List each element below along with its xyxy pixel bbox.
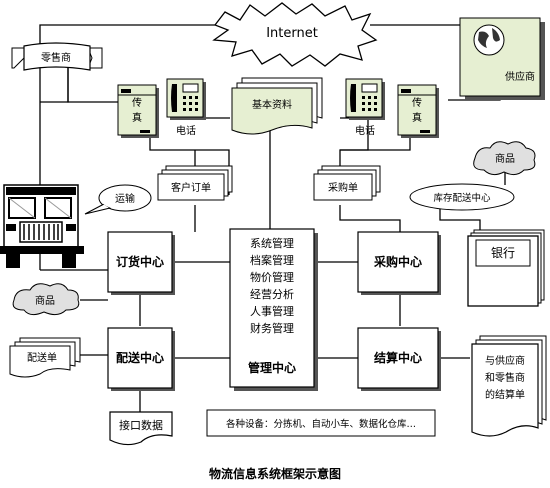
fax-left-label-1: 传 xyxy=(132,97,142,109)
order-center-box: 订货中心 xyxy=(107,231,175,295)
mgmt-function-5: 财务管理 xyxy=(250,321,294,335)
phone-handset-icon xyxy=(350,84,356,112)
mgmt-function-0: 系统管理 xyxy=(250,236,294,250)
transport-callout: 运输 xyxy=(84,184,152,215)
settlement-center-box: 结算中心 xyxy=(357,327,441,391)
equipment-box: 各种设备：分拣机、自动小车、数据化仓库… xyxy=(206,409,436,437)
phone-right: 电话 xyxy=(345,78,385,137)
mgmt-function-3: 经营分析 xyxy=(250,287,294,301)
mgmt-function-1: 档案管理 xyxy=(250,253,294,267)
customer-order-label: 客户订单 xyxy=(171,181,211,194)
truck-icon xyxy=(0,184,84,268)
fax-left-label-2: 真 xyxy=(132,111,142,124)
statement-line-0: 与供应商 xyxy=(485,354,525,367)
bank-node: 银行 xyxy=(467,229,545,307)
inventory-center-label: 库存配送中心 xyxy=(433,192,491,204)
basic-data-label: 基本资料 xyxy=(252,98,292,111)
inventory-center: 库存配送中心 xyxy=(409,183,515,211)
phone-handset-icon xyxy=(171,84,177,112)
purchase-order-label: 采购单 xyxy=(328,181,358,194)
goods-cloud-right: 商品 xyxy=(473,141,536,176)
goods-left-label: 商品 xyxy=(35,294,55,307)
supplier-label: 供应商 xyxy=(505,70,535,83)
customer-order-stack: 客户订单 xyxy=(157,165,233,201)
purchase-order-stack: 采购单 xyxy=(313,165,381,201)
purchase-center-label: 采购中心 xyxy=(373,254,422,269)
fax-right-label-1: 传 xyxy=(412,97,422,109)
delivery-slip-label: 配送单 xyxy=(27,351,57,364)
delivery-center-box: 配送中心 xyxy=(107,327,175,391)
delivery-center-label: 配送中心 xyxy=(116,350,164,365)
fax-right-label-2: 真 xyxy=(412,111,422,124)
internet-cloud: Internet xyxy=(212,2,378,67)
fax-right: 传 真 xyxy=(397,84,439,138)
phone-right-label: 电话 xyxy=(355,124,375,137)
fax-left: 传 真 xyxy=(117,84,159,138)
statement-stack: 与供应商 和零售商 的结算单 xyxy=(471,335,547,437)
retailer-banner: 零售商 xyxy=(11,42,103,71)
internet-label: Internet xyxy=(266,26,318,41)
management-center-box: 系统管理 档案管理 物价管理 经营分析 人事管理 财务管理 管理中心 xyxy=(229,228,318,391)
statement-line-1: 和零售商 xyxy=(485,371,525,384)
supplier-node: 供应商 xyxy=(459,17,545,100)
purchase-center-box: 采购中心 xyxy=(357,231,441,295)
goods-right-label: 商品 xyxy=(495,152,515,165)
mgmt-function-2: 物价管理 xyxy=(250,270,294,284)
equipment-label: 各种设备：分拣机、自动小车、数据化仓库… xyxy=(226,418,416,430)
management-center-label: 管理中心 xyxy=(248,360,296,375)
basic-data-stack: 基本资料 xyxy=(231,77,323,135)
retailer-label: 零售商 xyxy=(41,51,71,64)
settlement-center-label: 结算中心 xyxy=(374,350,422,365)
interface-data-node: 接口数据 xyxy=(109,411,173,446)
diagram-title: 物流信息系统框架示意图 xyxy=(209,466,341,481)
interface-data-label: 接口数据 xyxy=(119,418,163,432)
delivery-slip-stack: 配送单 xyxy=(9,337,81,378)
order-center-label: 订货中心 xyxy=(116,254,164,269)
transport-label: 运输 xyxy=(115,192,135,205)
phone-left-label: 电话 xyxy=(176,124,196,137)
statement-line-2: 的结算单 xyxy=(485,388,525,401)
phone-left: 电话 xyxy=(166,78,206,137)
mgmt-function-4: 人事管理 xyxy=(250,304,294,318)
goods-cloud-left: 商品 xyxy=(12,283,80,316)
globe-icon xyxy=(478,31,489,48)
bank-label: 银行 xyxy=(491,246,515,260)
